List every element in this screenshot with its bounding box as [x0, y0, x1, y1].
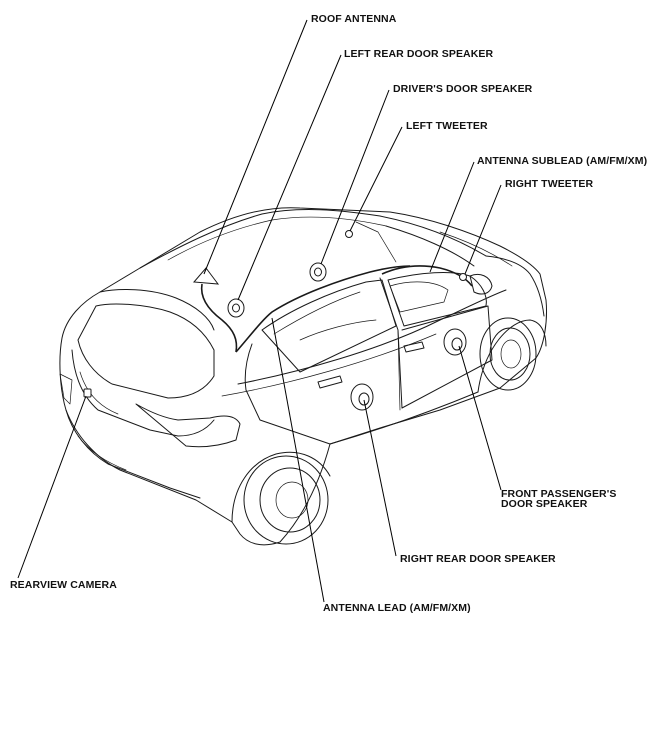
left-tweeter-label: LEFT TWEETER — [406, 120, 488, 132]
leader-lines — [17, 19, 502, 603]
drivers-door-speaker-label: DRIVER'S DOOR SPEAKER — [393, 83, 533, 95]
leader-rearview-camera — [17, 395, 87, 579]
front-passenger-door-speaker-label-line2: DOOR SPEAKER — [501, 498, 588, 510]
leader-left-tweeter — [349, 126, 403, 232]
leader-left-rear-door-speaker — [237, 54, 342, 301]
left-rear-door-speaker-label: LEFT REAR DOOR SPEAKER — [344, 48, 494, 60]
antenna-sublead-label: ANTENNA SUBLEAD (AM/FM/XM) — [477, 155, 648, 167]
drivers-door-speaker-icon — [309, 262, 327, 282]
right-tweeter-label: RIGHT TWEETER — [505, 178, 594, 190]
rearview-camera-label: REARVIEW CAMERA — [10, 579, 117, 591]
left-rear-door-speaker-icon — [227, 298, 245, 318]
leader-drivers-door-speaker — [320, 89, 390, 265]
leader-antenna-sublead — [429, 161, 475, 273]
rearview-camera-icon — [83, 388, 92, 398]
antenna-lead-a-pillar-cable — [235, 265, 411, 353]
car-body — [59, 207, 547, 546]
antenna-lead-label: ANTENNA LEAD (AM/FM/XM) — [323, 602, 471, 614]
left-tweeter-icon — [345, 230, 353, 238]
right-tweeter-icon — [459, 273, 467, 281]
right-rear-door-speaker-icon — [350, 383, 374, 411]
right-rear-door-speaker-label: RIGHT REAR DOOR SPEAKER — [400, 553, 556, 565]
leader-roof-antenna — [203, 19, 308, 275]
leader-right-rear-door-speaker — [363, 399, 397, 557]
antenna-lead-cable — [200, 283, 238, 353]
leader-front-passenger-door-speaker — [458, 345, 502, 491]
roof-antenna-icon — [192, 267, 220, 285]
front-passenger-door-speaker-label-line1: FRONT PASSENGER'S — [501, 488, 617, 500]
leader-right-tweeter — [464, 184, 502, 275]
antenna-sublead-cable — [381, 265, 473, 287]
leader-antenna-lead — [271, 317, 325, 603]
roof-antenna-label: ROOF ANTENNA — [311, 13, 397, 25]
front-passenger-door-speaker-icon — [443, 328, 467, 356]
